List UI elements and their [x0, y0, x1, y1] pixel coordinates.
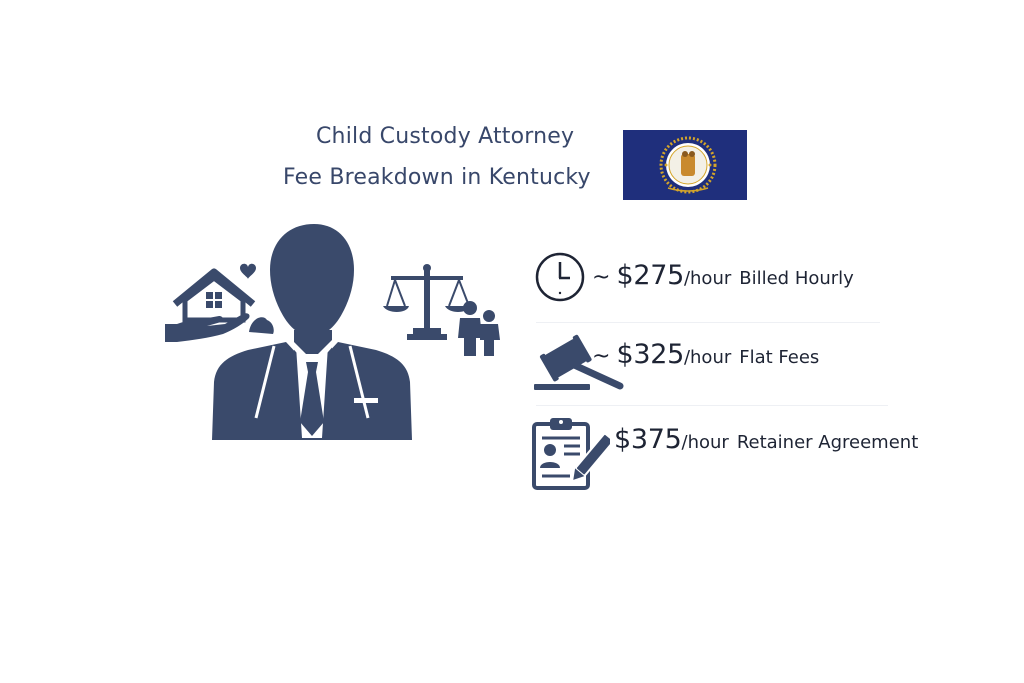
gavel-icon	[534, 334, 624, 390]
fee-amount: $325	[616, 339, 684, 370]
page-title-line-2: Fee Breakdown in Kentucky	[283, 165, 591, 190]
fee-row-hourly: ~ $275 /hour Billed Hourly	[592, 260, 854, 291]
fee-row-retainer: $375 /hour Retainer Agreement	[614, 424, 918, 455]
fee-amount: $275	[616, 260, 684, 291]
approx-prefix: ~	[592, 265, 611, 290]
attorney-silhouette-icon	[212, 224, 412, 440]
fee-unit: /hour	[683, 347, 732, 368]
fee-row-flat: ~ $325 /hour Flat Fees	[592, 339, 819, 370]
fee-amount: $375	[614, 424, 682, 455]
fee-label: Billed Hourly	[739, 268, 854, 289]
fee-label: Flat Fees	[739, 347, 820, 368]
parent-child-icon	[458, 301, 500, 356]
row-divider-1	[536, 322, 880, 323]
house-in-hand-icon	[165, 263, 274, 342]
clock-icon	[535, 252, 585, 302]
approx-prefix: ~	[592, 344, 611, 369]
fee-label: Retainer Agreement	[736, 432, 919, 453]
scales-of-justice-icon	[383, 264, 471, 340]
fee-unit: /hour	[683, 268, 732, 289]
row-divider-2	[536, 405, 888, 406]
kentucky-flag	[623, 130, 747, 200]
contract-clipboard-icon	[532, 418, 610, 490]
page-title-line-1: Child Custody Attorney	[316, 124, 575, 149]
fee-unit: /hour	[681, 432, 729, 453]
